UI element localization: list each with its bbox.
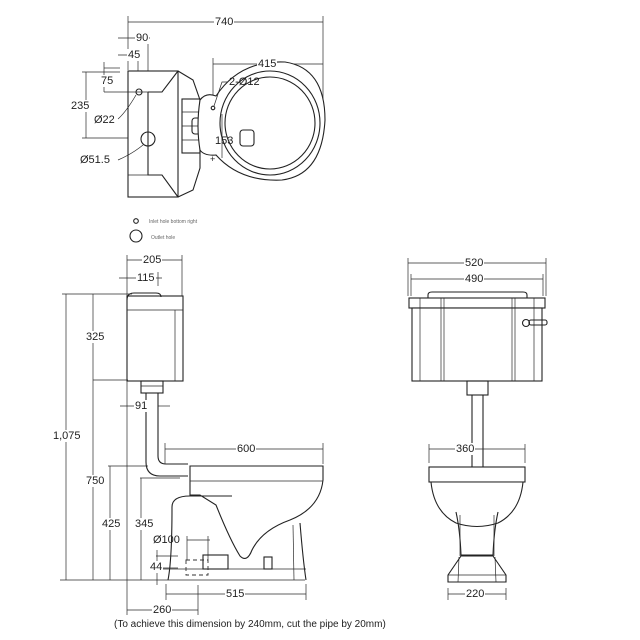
dim-seat-length: 415 [257, 58, 278, 70]
outlet-legend-symbol [129, 229, 143, 243]
pipe-cut-note: (To achieve this dimension by 240mm, cut… [114, 619, 386, 630]
plan-view: + [82, 16, 326, 198]
front-view [407, 258, 548, 600]
dim-outlet-height: 44 [149, 561, 164, 573]
label-outlet-diameter-side: Ø100 [153, 534, 180, 546]
dim-base-length: 515 [225, 588, 246, 600]
dim-outlet-offset-y: 235 [70, 100, 91, 112]
inlet-legend-symbol [133, 218, 139, 224]
dim-pan-width: 360 [455, 443, 476, 455]
svg-text:+: + [210, 154, 215, 164]
dim-cistern-body-width: 490 [464, 273, 485, 285]
dim-pan-projection: 600 [236, 443, 257, 455]
dim-cistern-width: 520 [464, 257, 485, 269]
dim-seat-fix-spacing: 153 [215, 135, 234, 147]
label-outlet-diameter: Ø51.5 [79, 154, 111, 166]
legend-inlet-label: Inlet hole bottom right [149, 219, 198, 225]
side-view [60, 255, 324, 615]
dim-inlet-offset-45: 45 [127, 49, 142, 61]
label-inlet-diameter: Ø22 [93, 114, 116, 126]
dim-cistern-bottom-height: 750 [85, 475, 106, 487]
dim-cistern-height: 325 [85, 331, 106, 343]
dim-wall-to-outlet: 260 [152, 604, 173, 616]
dim-pipe-offset: 91 [134, 400, 149, 412]
dim-inlet-height: 345 [134, 518, 155, 530]
label-seat-fix-holes: 2-Ø12 [229, 76, 260, 88]
dim-pedestal-width: 220 [465, 588, 486, 600]
dim-inlet-offset-y: 75 [100, 75, 115, 87]
dim-overall-width: 740 [214, 16, 235, 28]
dim-cistern-depth: 205 [142, 254, 163, 266]
dim-overall-height: 1,075 [52, 430, 82, 442]
dim-rim-height: 425 [101, 518, 122, 530]
legend-outlet-label: Outlet hole [151, 235, 176, 241]
dim-cistern-inner: 115 [136, 272, 156, 284]
dim-inlet-offset-90: 90 [135, 32, 150, 44]
